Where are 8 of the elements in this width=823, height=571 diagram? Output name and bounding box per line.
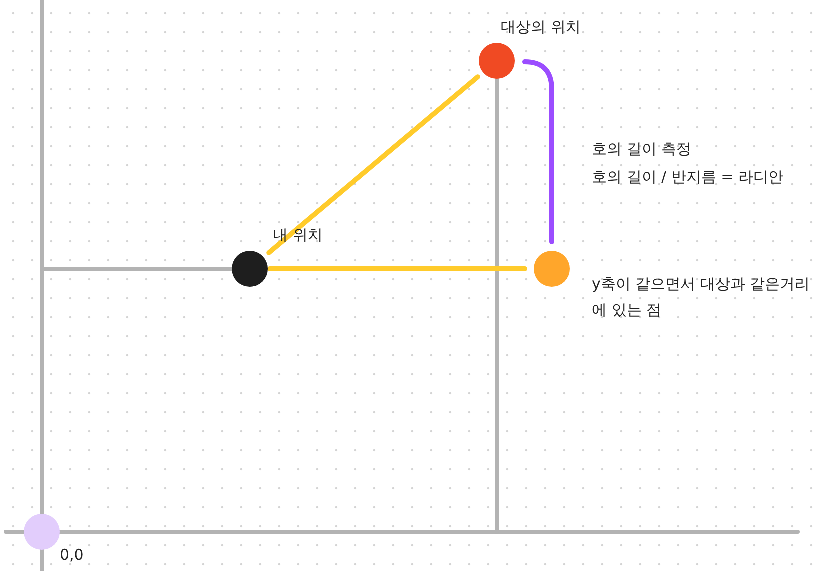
point-label: 대상의 위치 xyxy=(501,17,582,38)
arc-note: 호의 길이 / 반지름 = 라디안 xyxy=(592,168,784,187)
point-label: 내 위치 xyxy=(273,225,324,246)
connector-line xyxy=(266,74,480,256)
point-label: 0,0 xyxy=(60,545,85,566)
connector-line xyxy=(268,266,528,272)
arc-note: 호의 길이 측정 xyxy=(592,140,692,159)
point-label: y축이 같으면서 대상과 같은거리에 있는 점 xyxy=(592,274,812,321)
